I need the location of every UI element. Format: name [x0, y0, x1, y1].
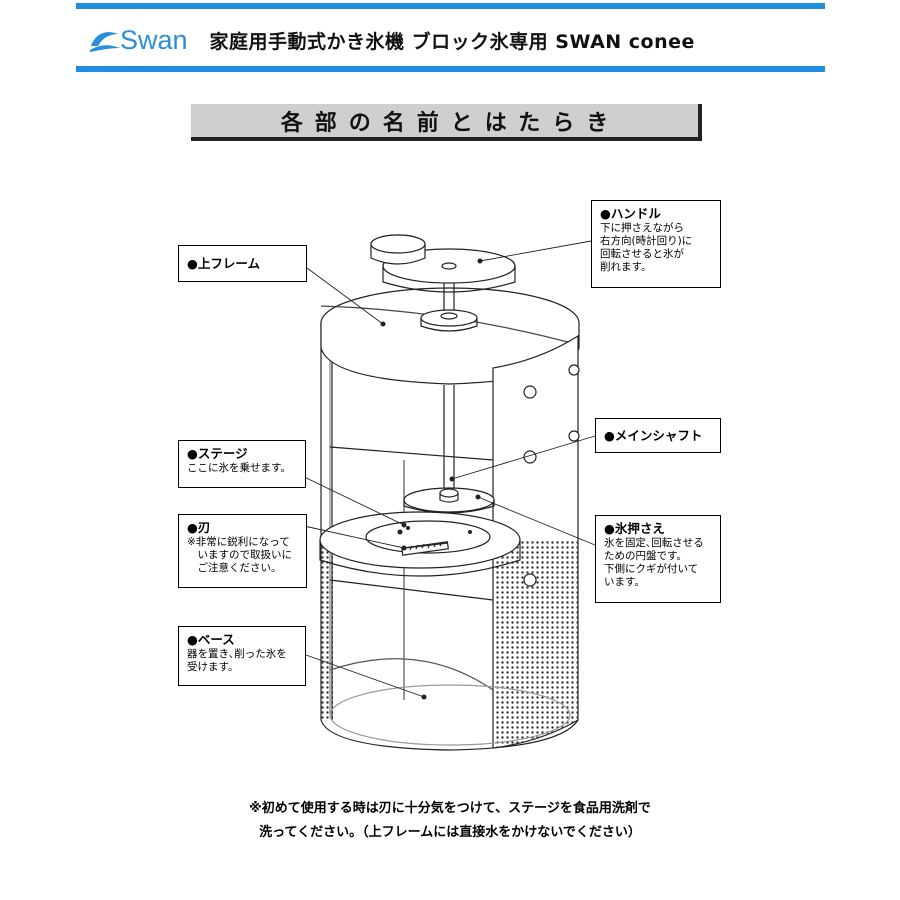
panel-hole: [523, 385, 537, 399]
main-shaft-drawing: [443, 385, 455, 490]
label-upper-frame: ●上フレーム: [178, 245, 307, 282]
usage-note-line-1: ※初めて使用する時は刃に十分気をつけて、ステージを食品用洗剤で: [249, 801, 651, 816]
header: Swan 家庭用手動式かき氷機 ブロック氷専用 SWAN conee: [88, 18, 695, 62]
brand-logo: Swan: [88, 25, 188, 56]
lower-back-line: [329, 579, 494, 601]
left-perforation: [321, 545, 333, 720]
label-handle: ●ハンドル 下に押さえながら 右方向(時計回り)に 回転させると氷が 削れます。: [591, 200, 721, 288]
label-title: ●メインシャフト: [604, 428, 703, 443]
product-title: 家庭用手動式かき氷機 ブロック氷専用 SWAN conee: [209, 30, 695, 53]
label-stage: ●ステージ ここに氷を乗せます。: [178, 440, 306, 488]
stage-disc: [319, 511, 521, 569]
middle-back-line: [329, 446, 494, 461]
label-base: ●ベース 器を置き､削った氷を 受けます。: [178, 626, 306, 686]
label-desc: ※非常に鋭利になって いますので取扱いに ご注意ください。: [187, 536, 292, 574]
brand-name: Swan: [120, 24, 188, 55]
right-panel-perforation: [493, 540, 578, 748]
section-title: 各部の名前とはたらき: [280, 110, 621, 136]
usage-note-line-2: 洗ってください。（上フレームには直接水をかけないでください）: [259, 825, 641, 840]
panel-hole: [523, 573, 537, 587]
ice-shaver-drawing: [319, 234, 580, 751]
label-title: ●上フレーム: [187, 256, 261, 271]
leader-dots: [380, 258, 483, 700]
base-floor: [329, 658, 494, 691]
blade-drawing: [401, 541, 450, 556]
body-bottom: [320, 719, 579, 751]
base-floor-ellipse: [329, 684, 571, 746]
label-title: ●ベース: [187, 632, 235, 647]
usage-note: ※初めて使用する時は刃に十分気をつけて、ステージを食品用洗剤で 洗ってください。…: [0, 797, 900, 845]
stage-inner: [365, 520, 491, 554]
leader-lines: [299, 240, 596, 698]
label-title: ●刃: [187, 520, 211, 535]
label-desc: 氷を固定､回転させる ための円盤です。 下側にクギが付いて います。: [604, 537, 704, 588]
label-title: ●氷押さえ: [604, 521, 665, 536]
label-ice-presser: ●氷押さえ 氷を固定､回転させる ための円盤です。 下側にクギが付いて います。: [595, 515, 721, 603]
label-desc: ここに氷を乗せます。: [187, 462, 291, 474]
label-blade: ●刃 ※非常に鋭利になって いますので取扱いに ご注意ください。: [178, 514, 307, 588]
swan-bird-icon: [90, 32, 120, 52]
panel-hole: [568, 364, 580, 376]
label-desc: 下に押さえながら 右方向(時計回り)に 回転させると氷が 削れます。: [600, 222, 693, 273]
label-title: ●ハンドル: [600, 206, 661, 221]
panel-hole: [568, 430, 580, 442]
stage-rim: [319, 540, 521, 577]
header-bottom-rule: [76, 66, 825, 72]
label-main-shaft: ●メインシャフト: [595, 418, 721, 453]
header-top-rule: [76, 3, 825, 9]
label-desc: 器を置き､削った氷を 受けます。: [187, 648, 287, 673]
section-banner: 各部の名前とはたらき: [191, 104, 702, 141]
label-title: ●ステージ: [187, 446, 248, 461]
